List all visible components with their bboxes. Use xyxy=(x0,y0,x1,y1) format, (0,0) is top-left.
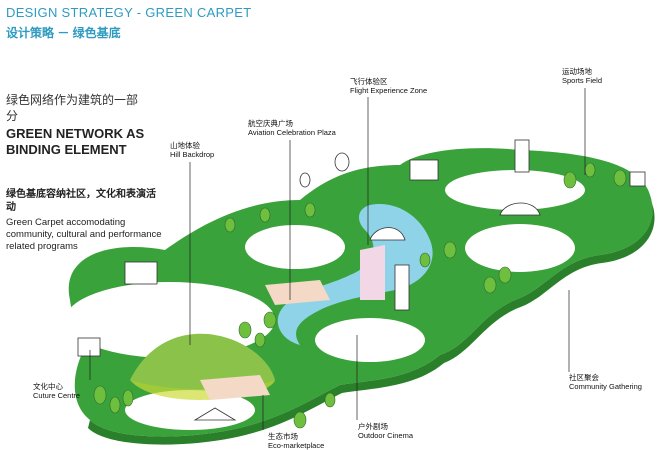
page-title: DESIGN STRATEGY - GREEN CARPET xyxy=(6,5,252,20)
hill-mound xyxy=(130,333,275,389)
label-outdoor-cinema: 户外剧场 Outdoor Cinema xyxy=(358,422,414,440)
hot-air-balloons xyxy=(299,152,350,188)
label-community-gathering: 社区聚会 Community Gathering xyxy=(569,373,642,391)
intro-subtitle-en: Green Carpet accomodating community, cul… xyxy=(6,217,162,252)
cinema-patch xyxy=(360,245,385,300)
leader-lines xyxy=(89,88,586,430)
void-northeast xyxy=(445,170,585,210)
label-eco-marketplace: 生态市场 Eco-marketplace xyxy=(268,432,325,450)
label-aviation-plaza: 航空庆典广场 Aviation Celebration Plaza xyxy=(248,119,336,137)
buildings xyxy=(77,139,646,421)
void-south xyxy=(315,318,425,362)
intro-title-en: GREEN NETWORK AS BINDING ELEMENT xyxy=(6,126,145,157)
label-culture-centre: 文化中心 Cuture Centre xyxy=(33,382,81,400)
label-hill-backdrop: 山地体验 Hill Backdrop xyxy=(170,141,215,159)
label-flight-zone: 飞行体验区 Flight Experience Zone xyxy=(350,77,428,95)
label-sports-field: 运动场地 Sports Field xyxy=(562,67,603,85)
intro-title-cn: 绿色网络作为建筑的一部分 xyxy=(6,93,139,123)
marketplace-patch xyxy=(200,375,270,400)
page-title-cn: 设计策略 － 绿色基底 xyxy=(6,26,121,40)
plaza-patch xyxy=(265,280,330,305)
void-east xyxy=(465,224,575,272)
intro-subtitle-cn: 绿色基底容纳社区，文化和表演活动 xyxy=(6,189,156,213)
trees xyxy=(93,162,627,429)
void-center xyxy=(245,225,345,269)
